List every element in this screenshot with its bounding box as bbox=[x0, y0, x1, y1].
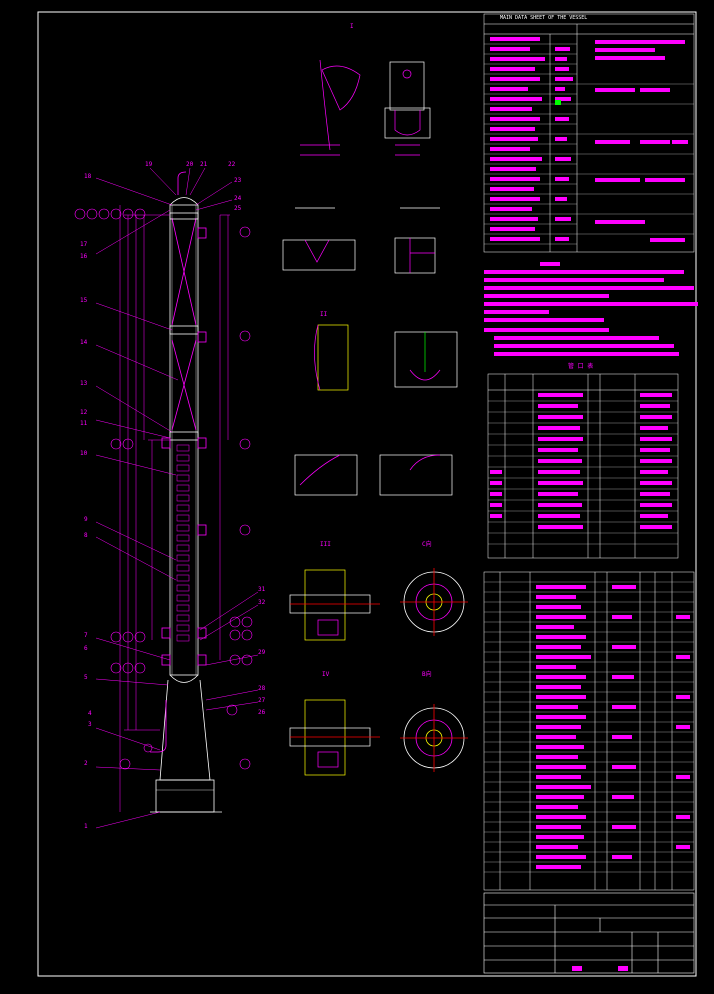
part-number-label: 2 bbox=[84, 760, 88, 767]
view-C-B bbox=[400, 568, 468, 772]
nozzle-bubbles bbox=[74, 208, 253, 770]
drawing-border bbox=[37, 11, 697, 977]
part-number-label: 14 bbox=[80, 339, 88, 346]
part-number-label: 16 bbox=[80, 253, 88, 260]
weld-details bbox=[282, 207, 458, 496]
detail-I-label: I bbox=[350, 23, 354, 30]
part-number-label: 26 bbox=[258, 709, 266, 716]
part-number-label: 13 bbox=[80, 380, 88, 387]
part-number-label: 28 bbox=[258, 685, 266, 692]
detail-I bbox=[300, 59, 431, 156]
part-number-label: 6 bbox=[84, 645, 88, 652]
part-number-label: 7 bbox=[84, 632, 88, 639]
data-sheet-table bbox=[483, 13, 695, 253]
part-number-label: 25 bbox=[234, 205, 242, 212]
view-B-label: B向 bbox=[422, 671, 432, 678]
part-number-label: 12 bbox=[80, 409, 88, 416]
part-number-label: 27 bbox=[258, 697, 266, 704]
data-sheet-header: MAIN DATA SHEET OF THE VESSEL bbox=[500, 15, 588, 21]
column-assembly bbox=[150, 171, 222, 813]
nozzle-table-title: 管 口 表 bbox=[568, 363, 594, 370]
nozzle-table-fills bbox=[490, 393, 672, 529]
part-number-label: 1 bbox=[84, 823, 88, 830]
part-number-label: 24 bbox=[234, 195, 242, 202]
green-marker bbox=[555, 100, 561, 105]
part-number-label: 18 bbox=[84, 173, 92, 180]
part-number-label: 5 bbox=[84, 674, 88, 681]
part-number-label: 15 bbox=[80, 297, 88, 304]
part-number-label: 3 bbox=[88, 721, 92, 728]
title-mark-2 bbox=[618, 966, 628, 971]
title-block bbox=[483, 892, 695, 974]
detail-III-IV bbox=[289, 569, 380, 776]
part-number-label: 22 bbox=[228, 161, 236, 168]
part-number-label: 19 bbox=[145, 161, 153, 168]
part-number-label: 17 bbox=[80, 241, 88, 248]
title-mark-1 bbox=[572, 966, 582, 971]
part-number-label: 31 bbox=[258, 586, 266, 593]
tech-requirements bbox=[484, 262, 698, 356]
parts-list-fills bbox=[536, 585, 690, 869]
dimension-lines bbox=[119, 205, 230, 812]
nozzle-table bbox=[487, 373, 679, 559]
leader-lines bbox=[95, 167, 259, 829]
part-number-label: 8 bbox=[84, 532, 88, 539]
part-number-label: 11 bbox=[80, 420, 88, 427]
part-number-label: 21 bbox=[200, 161, 208, 168]
detail-II-label: II bbox=[320, 311, 328, 318]
part-number-label: 20 bbox=[186, 161, 194, 168]
part-number-label: 29 bbox=[258, 649, 266, 656]
part-number-label: 32 bbox=[258, 599, 266, 606]
part-number-label: 10 bbox=[80, 450, 88, 457]
part-number-label: 9 bbox=[84, 516, 88, 523]
detail-III-label: III bbox=[320, 541, 331, 548]
detail-IV-label: IV bbox=[322, 671, 330, 678]
data-sheet-fills bbox=[490, 37, 688, 242]
view-C-label: C向 bbox=[422, 541, 432, 548]
part-number-label: 4 bbox=[88, 710, 92, 717]
parts-list-table bbox=[483, 571, 695, 891]
part-number-label: 23 bbox=[234, 177, 242, 184]
